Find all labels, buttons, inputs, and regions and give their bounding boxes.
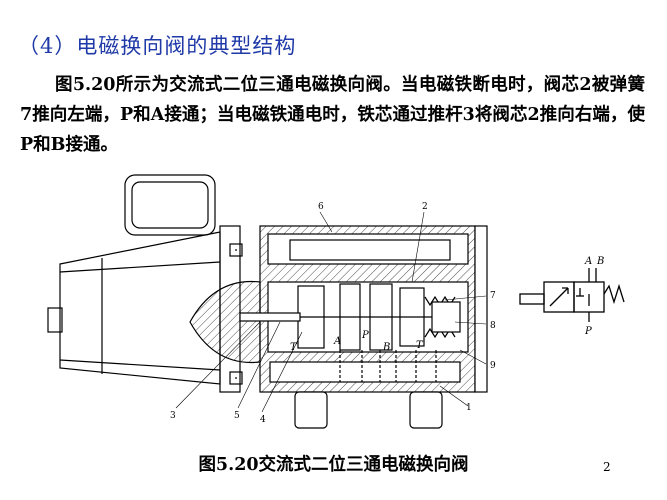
port-label-t-left: T — [290, 342, 298, 353]
leader-lines — [175, 211, 487, 413]
callout-7: 7 — [490, 291, 496, 301]
callout-6: 6 — [318, 202, 324, 212]
port-label-a: A — [333, 336, 341, 347]
callout-9: 9 — [490, 361, 496, 371]
port-label-t-right: T — [416, 340, 424, 351]
valve-figure: 6 2 7 8 9 1 3 5 4 T A P B T A B P — [40, 172, 640, 440]
symbol-port-b: B — [596, 256, 604, 267]
valve-drawing: 6 2 7 8 9 1 3 5 4 T A P B T A B P — [47, 174, 625, 429]
valve-body — [239, 225, 488, 429]
callout-4: 4 — [260, 415, 266, 425]
solenoid-housing — [47, 174, 261, 393]
symbol-port-a: A — [584, 256, 592, 267]
symbol-port-p: P — [584, 326, 592, 337]
callout-5: 5 — [234, 411, 240, 421]
callout-8: 8 — [490, 321, 496, 331]
slide-heading: （4）电磁换向阀的典型结构 — [18, 34, 297, 58]
figure-caption: 图5.20交流式二位三通电磁换向阀 — [198, 455, 469, 475]
callout-3: 3 — [170, 411, 176, 421]
port-label-b: B — [382, 342, 390, 353]
callout-1: 1 — [466, 403, 472, 413]
page-number: 2 — [603, 460, 611, 474]
valve-symbol — [519, 268, 625, 322]
body-paragraph: 图5.20所示为交流式二位三通电磁换向阀。当电磁铁断电时，阀芯2被弹簧7推向左端… — [20, 75, 645, 155]
callout-2: 2 — [422, 202, 428, 212]
port-label-p: P — [361, 330, 369, 341]
